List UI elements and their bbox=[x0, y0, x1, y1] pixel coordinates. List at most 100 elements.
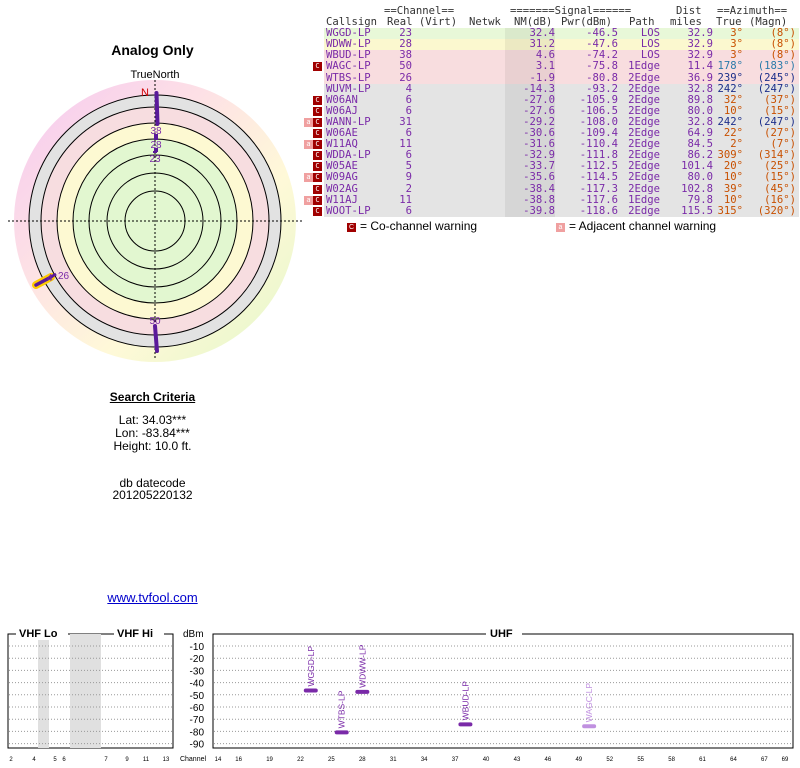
marker-label-4: 4 bbox=[47, 273, 53, 284]
search-criteria-title: Search Criteria bbox=[109, 390, 196, 404]
callsign: WDWW-LP bbox=[326, 38, 371, 51]
nm-db: -31.6 bbox=[523, 138, 555, 151]
row-background bbox=[324, 128, 799, 140]
header-nm: NM(dB) bbox=[514, 16, 553, 29]
azimuth-true: 242° bbox=[717, 82, 743, 95]
azimuth-true: 309° bbox=[717, 149, 743, 162]
true-north-label: TrueNorth bbox=[130, 69, 179, 81]
distance: 32.8 bbox=[687, 82, 713, 95]
vhf-gap-shade bbox=[70, 634, 101, 748]
header-true: True bbox=[716, 16, 742, 29]
header-pwr: Pwr(dBm) bbox=[561, 16, 613, 29]
channel-tick: 37 bbox=[452, 757, 459, 763]
path: 2Edge bbox=[628, 82, 660, 95]
channel-real: 6 bbox=[405, 93, 412, 106]
dbm-tick: -50 bbox=[190, 691, 205, 702]
path: LOS bbox=[640, 27, 660, 40]
group-azimuth: ==Azimuth== bbox=[717, 5, 788, 17]
channel-real: 31 bbox=[399, 115, 412, 128]
nm-column-shade bbox=[505, 205, 555, 217]
n-label: N bbox=[141, 87, 149, 99]
channel-tick: 4 bbox=[32, 757, 36, 763]
channel-tick: 67 bbox=[761, 757, 768, 763]
header-miles: miles bbox=[670, 16, 702, 29]
dbm-tick: -10 bbox=[190, 642, 205, 653]
azimuth-magn: (8°) bbox=[770, 38, 796, 51]
channel-tick: 49 bbox=[575, 757, 582, 763]
dbm-tick: -30 bbox=[190, 666, 205, 677]
pwr-dbm: -46.5 bbox=[586, 27, 618, 40]
nm-column-shade bbox=[505, 39, 555, 51]
callsign: WDDA-LP bbox=[326, 149, 371, 162]
nm-column-shade bbox=[505, 194, 555, 206]
row-background bbox=[324, 150, 799, 162]
row-background bbox=[324, 105, 799, 117]
header-path: Path bbox=[629, 16, 655, 29]
callsign: WANN-LP bbox=[326, 115, 371, 128]
callsign: W02AG bbox=[326, 182, 358, 195]
tvfool-link[interactable]: www.tvfool.com bbox=[107, 590, 198, 605]
marker-label-23: 23 bbox=[149, 154, 161, 165]
path: 1Edge bbox=[628, 60, 660, 73]
table-legend: C = Co-channel warning a = Adjacent chan… bbox=[312, 220, 716, 236]
azimuth-magn: (8°) bbox=[770, 27, 796, 40]
channel-tick: 2 bbox=[9, 757, 13, 763]
path: 2Edge bbox=[628, 160, 660, 173]
datecode-label: db datecode bbox=[119, 476, 186, 490]
row-background bbox=[324, 116, 799, 129]
distance: 32.8 bbox=[687, 115, 713, 128]
channel-real: 6 bbox=[405, 149, 412, 162]
channel-tick: 43 bbox=[514, 757, 521, 763]
cochannel-warning-icon: C bbox=[313, 184, 322, 194]
azimuth-magn: (314°) bbox=[757, 149, 796, 162]
cochannel-warning-icon: C bbox=[313, 106, 322, 116]
nm-db: -1.9 bbox=[529, 71, 555, 84]
vhf-hi-label: VHF Hi bbox=[117, 628, 153, 640]
row-background bbox=[324, 172, 799, 184]
distance: 32.9 bbox=[687, 27, 713, 40]
azimuth-true: 242° bbox=[717, 115, 743, 128]
distance: 32.9 bbox=[687, 38, 713, 51]
table-column-header: Callsign Real (Virt) Netwk NM(dB) Pwr(dB… bbox=[312, 16, 787, 28]
dbm-tick: -70 bbox=[190, 715, 205, 726]
callsign: WBUD-LP bbox=[326, 49, 371, 62]
nm-db: 31.2 bbox=[529, 38, 555, 51]
row-background bbox=[324, 205, 799, 217]
path: 2Edge bbox=[628, 182, 660, 195]
marker-label-26: 26 bbox=[58, 271, 70, 282]
row-background bbox=[324, 139, 799, 151]
azimuth-true: 3° bbox=[730, 27, 743, 40]
nm-db: -27.0 bbox=[523, 93, 555, 106]
azimuth-magn: (245°) bbox=[757, 71, 796, 84]
callsign: W06AJ bbox=[326, 104, 358, 117]
dbm-tick: -20 bbox=[190, 654, 205, 665]
nm-column-shade bbox=[505, 83, 555, 95]
dbm-label: dBm bbox=[183, 629, 204, 640]
pwr-dbm: -117.6 bbox=[579, 193, 618, 206]
datecode-value: 201205220132 bbox=[112, 488, 193, 502]
path: 2Edge bbox=[628, 171, 660, 184]
row-background bbox=[324, 39, 799, 51]
row-background bbox=[324, 28, 799, 40]
uhf-title-bg bbox=[486, 628, 522, 640]
nm-column-shade bbox=[505, 50, 555, 62]
header-callsign: Callsign bbox=[326, 16, 378, 29]
cochannel-warning-icon: C bbox=[313, 95, 322, 105]
